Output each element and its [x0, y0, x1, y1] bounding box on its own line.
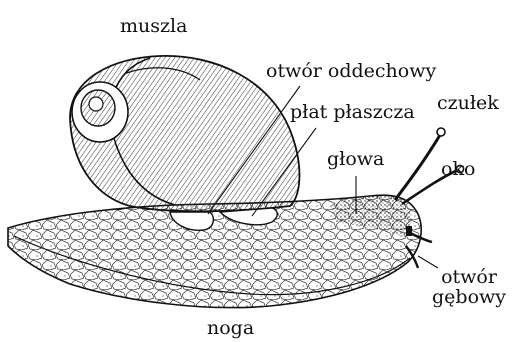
- pointer-mouth: [418, 256, 438, 268]
- shell-apex-core: [89, 97, 103, 111]
- label-shell: muszla: [120, 17, 187, 36]
- label-mouth: otwór gębowy: [432, 268, 506, 308]
- tentacle-tip: [437, 128, 445, 136]
- mouth-mark: [406, 226, 412, 236]
- label-eye: oko: [441, 160, 475, 179]
- upper-tentacle: [395, 135, 440, 200]
- label-breathing-hole: otwór oddechowy: [266, 62, 436, 81]
- label-mantle-lobe: płat płaszcza: [290, 103, 415, 122]
- label-tentacle: czułek: [437, 94, 499, 113]
- label-mouth-line2: gębowy: [432, 288, 506, 308]
- label-head: głowa: [327, 150, 384, 169]
- label-mouth-line1: otwór: [432, 268, 506, 288]
- label-foot: noga: [207, 319, 254, 338]
